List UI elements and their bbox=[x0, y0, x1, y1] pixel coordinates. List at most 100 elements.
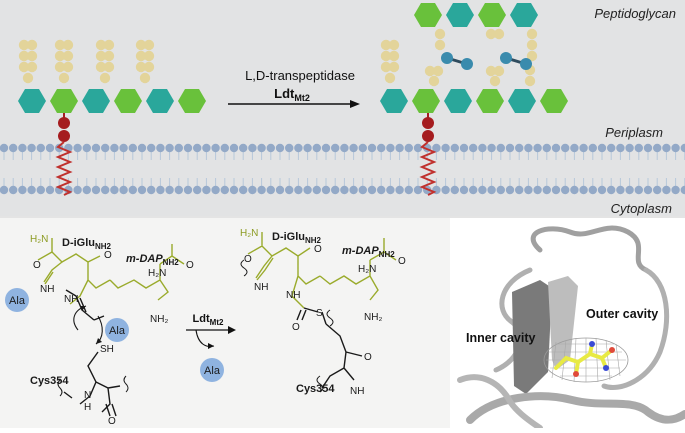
ligand-bonds bbox=[554, 342, 614, 376]
chain-break bbox=[316, 375, 324, 393]
lipid-head bbox=[607, 143, 616, 153]
lipid-head bbox=[551, 185, 561, 195]
lipid-head bbox=[607, 185, 616, 195]
lipid-head bbox=[634, 143, 643, 153]
reaction-arrow-top: L,D-transpeptidase LdtMt2 bbox=[228, 68, 360, 108]
lipid-head bbox=[211, 185, 220, 195]
peptide-bead bbox=[380, 39, 392, 51]
peptide-bead bbox=[103, 50, 115, 62]
glcnac-hexagon bbox=[380, 89, 408, 113]
chain-break bbox=[123, 375, 129, 393]
peptide-bead bbox=[380, 61, 392, 73]
chain-break bbox=[240, 259, 248, 277]
lipid-head bbox=[579, 185, 588, 195]
inner-cavity-label: Inner cavity bbox=[466, 331, 536, 345]
lipid-head bbox=[505, 143, 515, 153]
peptide-bead bbox=[485, 65, 497, 77]
lipid-head bbox=[524, 185, 533, 195]
lipid-head bbox=[505, 185, 515, 195]
atom-label: H₂N bbox=[30, 234, 48, 245]
lipid-head bbox=[643, 185, 653, 195]
peptide-bead bbox=[26, 39, 38, 51]
lipid-head bbox=[193, 143, 202, 153]
enzyme-name-subscript: Mt2 bbox=[294, 93, 310, 103]
lipid-head bbox=[36, 185, 45, 195]
lipid-head bbox=[395, 185, 404, 195]
lipid-head bbox=[147, 143, 156, 153]
d-iglu-label: D-iGluNH2 bbox=[272, 231, 322, 245]
lipid-head bbox=[625, 143, 634, 153]
glcnac-hexagon bbox=[510, 3, 538, 27]
lipid-head bbox=[45, 143, 55, 153]
lipid-head bbox=[275, 143, 285, 153]
m-dap-label: m-DAPNH2 bbox=[342, 245, 395, 259]
peptide-bead bbox=[143, 39, 155, 51]
lipid-head bbox=[404, 185, 413, 195]
arrow-head bbox=[350, 100, 360, 108]
lipid-head bbox=[349, 185, 358, 195]
lipid-head bbox=[367, 143, 377, 153]
glycan-strand-right-upper bbox=[414, 3, 538, 27]
peptide-bead bbox=[428, 75, 440, 87]
electron-arrow-head bbox=[80, 306, 86, 311]
lipid-head bbox=[515, 185, 524, 195]
ligand-sticks bbox=[554, 341, 615, 377]
peptide-stem bbox=[485, 28, 505, 87]
peptide-stem bbox=[524, 28, 538, 87]
lipid-head bbox=[147, 185, 156, 195]
electron-arrow-head bbox=[96, 338, 102, 344]
lipid-head bbox=[588, 143, 597, 153]
lipid-head bbox=[36, 143, 45, 153]
lipid-head bbox=[533, 143, 542, 153]
lipid-head bbox=[588, 185, 597, 195]
atom-label: O bbox=[364, 352, 372, 363]
lipid-head bbox=[45, 185, 55, 195]
released-ala-label: Ala bbox=[204, 365, 221, 377]
lipid-head bbox=[285, 185, 294, 195]
lipid-head bbox=[469, 185, 478, 195]
oxygen-atom bbox=[573, 371, 579, 377]
ala-label: Ala bbox=[109, 325, 126, 337]
lipid-head bbox=[386, 185, 395, 195]
lipid-head bbox=[165, 185, 174, 195]
glcnac-hexagon bbox=[18, 89, 46, 113]
crosslink-bridge bbox=[441, 52, 473, 70]
atom-label: NH bbox=[254, 282, 268, 293]
lipid-head bbox=[128, 143, 137, 153]
atom-label: O bbox=[314, 244, 322, 255]
atom-label: O bbox=[104, 250, 112, 261]
murnac-hexagon bbox=[178, 89, 206, 113]
peptide-bead bbox=[54, 39, 66, 51]
released-ala-circle bbox=[200, 358, 224, 382]
glcnac-hexagon bbox=[446, 3, 474, 27]
lipid-head bbox=[680, 185, 685, 195]
lipid-head bbox=[229, 185, 239, 195]
atom-label: O bbox=[108, 416, 116, 427]
peptide-bead bbox=[95, 39, 107, 51]
loop-bottom-2 bbox=[457, 374, 543, 431]
glcnac-hexagon bbox=[82, 89, 110, 113]
lipid-head bbox=[202, 143, 211, 153]
peptide-bead bbox=[26, 61, 38, 73]
lipid-head bbox=[101, 143, 110, 153]
cytoplasm-label: Cytoplasm bbox=[611, 201, 673, 216]
lipid-head bbox=[432, 143, 441, 153]
lipid-head bbox=[441, 185, 450, 195]
m-dap-subscript: NH2 bbox=[163, 258, 180, 267]
lipid-head bbox=[73, 143, 82, 153]
lipid-anchor-left bbox=[55, 113, 73, 196]
lipid-head bbox=[202, 185, 211, 195]
peptide-bead bbox=[388, 61, 400, 73]
product-molecule: H₂N O NH NH O H₂N O NH₂ O S NH O D-iGluN… bbox=[240, 228, 406, 397]
murnac-hexagon bbox=[540, 89, 568, 113]
lipid-head bbox=[183, 143, 193, 153]
lipid-head bbox=[0, 185, 9, 195]
enzyme-name-bottom: Ldt bbox=[193, 313, 210, 325]
density-mesh bbox=[543, 337, 629, 383]
lipid-head bbox=[18, 143, 27, 153]
crosslink-node bbox=[441, 52, 453, 64]
lipid-head bbox=[183, 185, 193, 195]
peptide-bead bbox=[493, 65, 505, 77]
bottom-right-panel: Inner cavity Outer cavity bbox=[450, 218, 685, 431]
